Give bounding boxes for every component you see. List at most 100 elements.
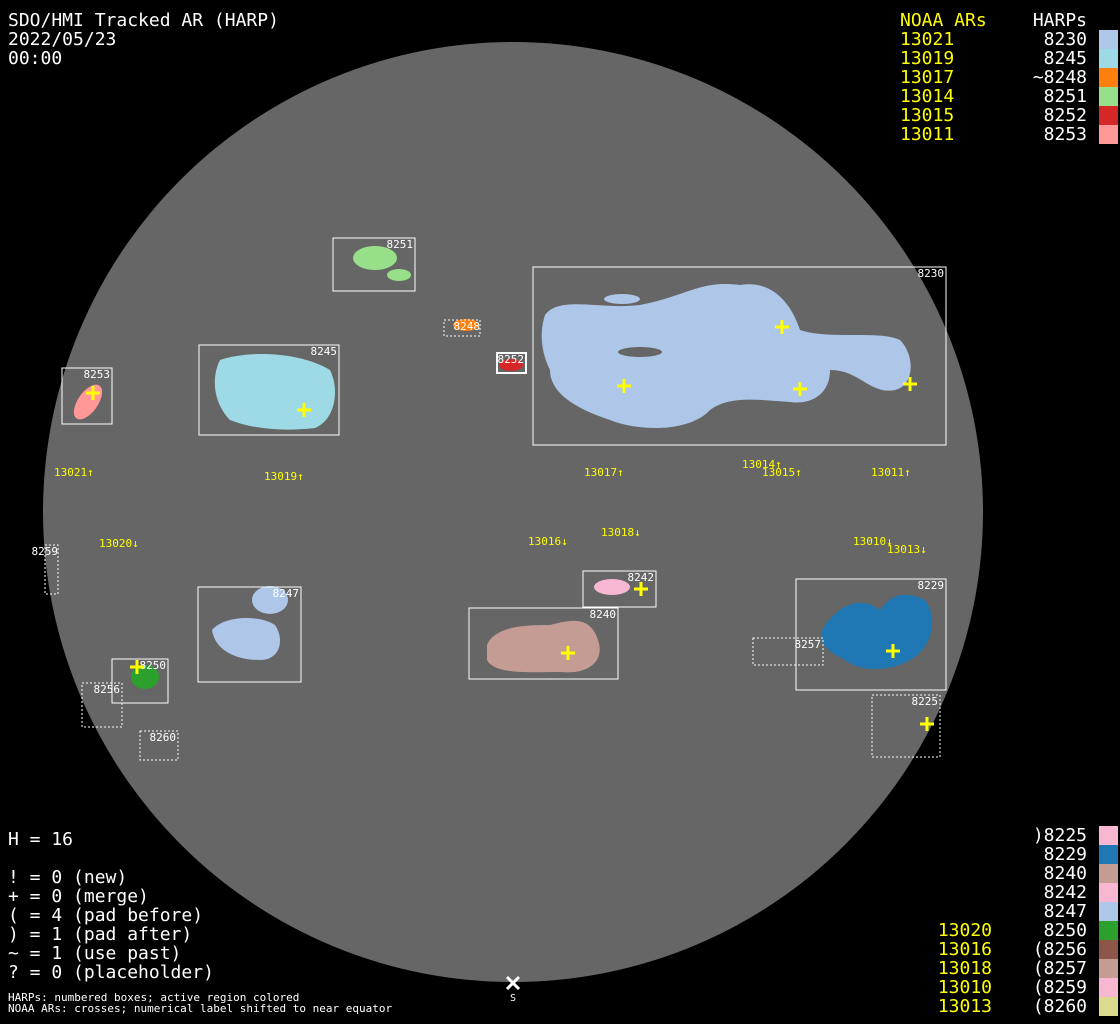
noaa-cross-icon	[920, 717, 934, 731]
noaa-header: NOAA ARs	[900, 10, 987, 31]
stats-line: ( = 4 (pad before)	[8, 905, 204, 926]
noaa-cross-icon	[793, 382, 807, 396]
noaa-cross-icon	[617, 379, 631, 393]
legend-swatch	[1099, 997, 1118, 1016]
legend-noaa: 13020	[937, 920, 992, 941]
noaa-label: 13011↑	[871, 466, 911, 479]
legend-swatch	[1099, 902, 1118, 921]
harp-label: 8245	[311, 345, 338, 358]
noaa-cross-icon	[903, 377, 917, 391]
noaa-label: 13020↓	[99, 537, 139, 550]
legend-swatch	[1099, 68, 1118, 87]
legend-harp: 8245	[1043, 48, 1087, 69]
legend-harp: 8230	[1043, 29, 1087, 50]
legend-harp: 8253	[1043, 124, 1087, 145]
harp-label: 8247	[273, 587, 300, 600]
noaa-label: 13021↑	[54, 466, 94, 479]
legend-harp: (8259	[1032, 977, 1087, 998]
noaa-cross-icon	[130, 660, 144, 674]
noaa-label: 13017↑	[584, 466, 624, 479]
legend-swatch	[1099, 940, 1118, 959]
legend-harp: 8247	[1043, 901, 1087, 922]
legend-swatch	[1099, 921, 1118, 940]
legend-noaa: 13019	[900, 48, 955, 69]
solar-disk	[43, 42, 983, 982]
legend-harp: (8256	[1032, 939, 1087, 960]
noaa-cross-icon	[775, 320, 789, 334]
legend-noaa: 13016	[937, 939, 992, 960]
noaa-label: 13018↓	[601, 526, 641, 539]
legend-swatch	[1099, 864, 1118, 883]
harp-label: 8250	[140, 659, 167, 672]
legend-swatch	[1099, 87, 1118, 106]
legend-swatch	[1099, 30, 1118, 49]
legend-noaa: 13015	[900, 105, 955, 126]
noaa-label: 13010↓	[853, 535, 893, 548]
south-label: S	[510, 993, 516, 1004]
legend-noaa: 13018	[937, 958, 992, 979]
harp-label: 8259	[32, 545, 59, 558]
note-noaa: NOAA ARs: crosses; numerical label shift…	[8, 1002, 393, 1015]
legend-noaa: 13013	[937, 996, 992, 1017]
note-harps: HARPs: numbered boxes; active region col…	[8, 991, 300, 1004]
harp-label: 8256	[94, 683, 121, 696]
south-marker-icon	[505, 975, 521, 991]
legend-harp: 8250	[1043, 920, 1087, 941]
harp-label: 8248	[454, 320, 481, 333]
active-region-blobs	[73, 246, 933, 689]
time: 00:00	[8, 48, 63, 69]
harp-label: 8229	[918, 579, 945, 592]
legend-swatch	[1099, 845, 1118, 864]
legend-harp: (8257	[1032, 958, 1087, 979]
harp-label: 8252	[498, 353, 525, 366]
harp-header: HARPs	[1032, 10, 1087, 31]
harp-label: 8251	[387, 238, 414, 251]
legend-noaa: 13011	[900, 124, 955, 145]
h-count: H = 16	[8, 829, 74, 850]
harp-label: 8253	[84, 368, 111, 381]
noaa-cross-icon	[886, 644, 900, 658]
legend-swatch	[1099, 883, 1118, 902]
noaa-label: 13016↓	[528, 535, 568, 548]
legend-swatch	[1099, 978, 1118, 997]
harp-label: 8260	[150, 731, 177, 744]
date: 2022/05/23	[8, 29, 117, 50]
legend-noaa: 13010	[937, 977, 992, 998]
noaa-cross-icon	[86, 386, 100, 400]
harp-label: 8257	[795, 638, 822, 651]
harp-boxes	[44, 237, 947, 761]
legend-harp: (8260	[1032, 996, 1087, 1017]
noaa-label: 13019↑	[264, 470, 304, 483]
legend-harp: )8225	[1032, 825, 1087, 846]
noaa-cross-icon	[561, 646, 575, 660]
harp-label: 8230	[918, 267, 945, 280]
title: SDO/HMI Tracked AR (HARP)	[8, 10, 279, 31]
stats-line: ! = 0 (new)	[8, 867, 128, 888]
legend-swatch	[1099, 959, 1118, 978]
stats-line: + = 0 (merge)	[8, 886, 149, 907]
harp-label: 8240	[590, 608, 617, 621]
legend-harp: 8229	[1043, 844, 1087, 865]
legend-noaa: 13014	[900, 86, 955, 107]
harp-label: 8242	[628, 571, 655, 584]
legend-harp: 8252	[1043, 105, 1087, 126]
noaa-label: 13013↓	[887, 543, 927, 556]
noaa-crosses	[86, 320, 934, 731]
noaa-cross-icon	[297, 403, 311, 417]
legend-noaa: 13017	[900, 67, 955, 88]
legend-harp: 8242	[1043, 882, 1087, 903]
noaa-label: 13014↑	[742, 458, 782, 471]
legend-harp: 8251	[1043, 86, 1087, 107]
stats-line: ) = 1 (pad after)	[8, 924, 193, 945]
stats-line: ? = 0 (placeholder)	[8, 962, 214, 983]
legend-harp: 8240	[1043, 863, 1087, 884]
legend-swatch	[1099, 49, 1118, 68]
noaa-label: 13015↑	[762, 466, 802, 479]
legend-swatch	[1099, 826, 1118, 845]
harp-label: 8225	[912, 695, 939, 708]
legend-noaa: 13021	[900, 29, 955, 50]
legend-swatch	[1099, 125, 1118, 144]
stats-line: ~ = 1 (use past)	[8, 943, 182, 964]
noaa-cross-icon	[634, 582, 648, 596]
